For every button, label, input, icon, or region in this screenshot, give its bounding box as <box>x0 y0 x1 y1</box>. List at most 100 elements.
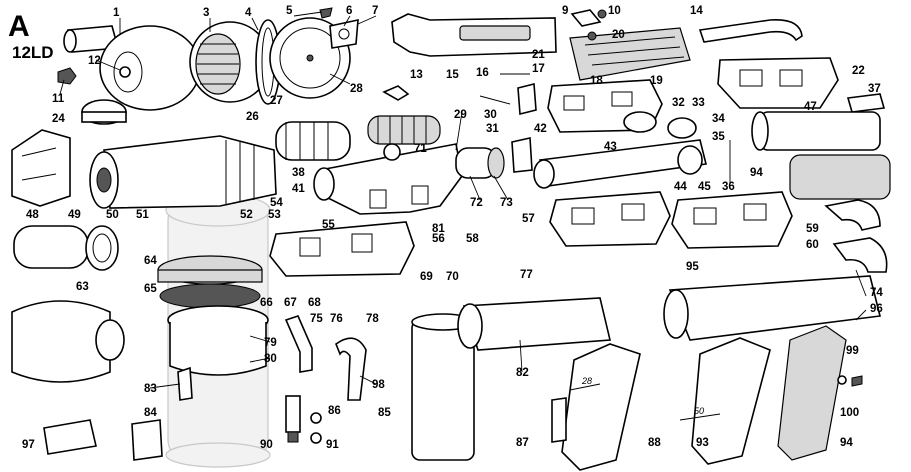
callout-label: 15 <box>446 69 459 81</box>
callout-label: 87 <box>516 437 529 449</box>
pipe-37 <box>846 93 886 113</box>
callout-label: 10 <box>608 5 621 17</box>
flange-44-45 <box>677 145 703 175</box>
callout-label: 14 <box>690 5 703 17</box>
gasket-31 <box>517 82 537 116</box>
exhaust-elbow-22 <box>717 57 839 109</box>
perforated-shield-94a <box>789 154 891 200</box>
clamp-71 <box>383 143 401 161</box>
dimension-28: 28 <box>569 376 601 391</box>
hose-72-73 <box>455 147 505 179</box>
filter-shroud-48 <box>11 129 71 207</box>
callout-label: 57 <box>522 213 535 225</box>
callout-label: 86 <box>328 405 341 417</box>
manifold-52 <box>269 221 415 277</box>
callout-label: 98 <box>372 379 385 391</box>
callout-label: 26 <box>246 111 259 123</box>
callout-label: 83 <box>144 383 157 395</box>
callout-label: 9 <box>562 5 568 17</box>
nut-washer-12 <box>119 66 131 78</box>
callout-label: 3 <box>203 7 209 19</box>
callout-labels: 1 3 4 5 6 7 9 10 11 12 13 14 15 16 17 18… <box>22 5 883 451</box>
callout-label: 5 <box>286 5 293 17</box>
callout-label: 28 <box>350 83 363 95</box>
muffler-47 <box>751 111 881 151</box>
bracket-87 <box>551 397 567 443</box>
callout-label: 64 <box>144 255 157 267</box>
nut-20 <box>587 31 597 41</box>
gasket-84 <box>131 419 163 461</box>
callout-label: 82 <box>516 367 529 379</box>
callout-label: 4 <box>245 7 252 19</box>
callout-label: 37 <box>868 83 881 95</box>
callout-label: 91 <box>326 439 339 451</box>
clamp-50 <box>85 225 119 271</box>
callout-label: 24 <box>52 113 65 125</box>
callout-label: 38 <box>292 167 305 179</box>
callout-label: 97 <box>22 439 35 451</box>
callout-label: 55 <box>322 219 335 231</box>
callout-label: 65 <box>144 283 157 295</box>
callout-label: 33 <box>692 97 705 109</box>
callout-label: 76 <box>330 313 343 325</box>
cover-bracket <box>329 18 359 49</box>
bolt-99-100 <box>837 375 863 387</box>
muffler-88 <box>561 343 641 471</box>
callout-label: 88 <box>648 437 661 449</box>
callout-label: 69 <box>420 271 433 283</box>
callout-label: 32 <box>672 97 685 109</box>
callout-label: 56 <box>432 233 445 245</box>
callout-label: 52 <box>240 209 253 221</box>
callout-label: 20 <box>612 29 625 41</box>
callout-label: 80 <box>264 353 277 365</box>
callout-label: 7 <box>372 5 378 17</box>
top-muffler <box>391 13 557 57</box>
callout-label: 59 <box>806 223 819 235</box>
muffler-96 <box>663 275 881 341</box>
callout-label: 54 <box>270 197 283 209</box>
callout-label: 68 <box>308 297 321 309</box>
callout-label: 22 <box>852 65 865 77</box>
gasket-97 <box>43 419 97 455</box>
perforated-shield-94b <box>777 325 847 461</box>
hose-75 <box>284 315 313 373</box>
callout-label: 34 <box>712 113 725 125</box>
callout-label: 53 <box>268 209 281 221</box>
filter-bowl-79-80 <box>167 305 269 376</box>
wing-nut <box>319 7 333 19</box>
callout-label: 48 <box>26 209 39 221</box>
callout-label: 51 <box>136 209 149 221</box>
leader-lines <box>59 11 867 389</box>
callout-label: 31 <box>486 123 499 135</box>
callout-label: 17 <box>532 63 545 75</box>
callout-label: 94 <box>750 167 763 179</box>
callout-label: 18 <box>590 75 603 87</box>
dimension-50: 50 <box>679 406 721 421</box>
filter-49 <box>13 225 89 269</box>
dimension-label: 50 <box>694 406 704 416</box>
callout-label: 1 <box>113 7 120 19</box>
elbow-59-60 <box>824 199 881 231</box>
callout-label: 95 <box>686 261 699 273</box>
callout-label: 58 <box>466 233 479 245</box>
callout-label: 36 <box>722 181 735 193</box>
filter-element-38 <box>275 121 351 161</box>
callout-label: 44 <box>674 181 687 193</box>
muffler-93 <box>691 337 771 465</box>
callout-label: 21 <box>532 49 545 61</box>
callout-label: 79 <box>264 337 277 349</box>
diagram-letter: A <box>8 10 30 43</box>
callout-label: 49 <box>68 209 81 221</box>
callout-label: 35 <box>712 131 725 143</box>
callout-label: 13 <box>410 69 423 81</box>
hose-fitting-13 <box>382 85 410 101</box>
callout-label: 43 <box>604 141 617 153</box>
dimension-label: 28 <box>581 376 592 386</box>
callout-label: 45 <box>698 181 711 193</box>
callout-label: 67 <box>284 297 297 309</box>
callout-label: 11 <box>52 93 65 105</box>
callout-label: 94 <box>840 437 853 449</box>
sensor-90 <box>285 395 301 443</box>
engine-model: 12LD <box>12 43 54 62</box>
